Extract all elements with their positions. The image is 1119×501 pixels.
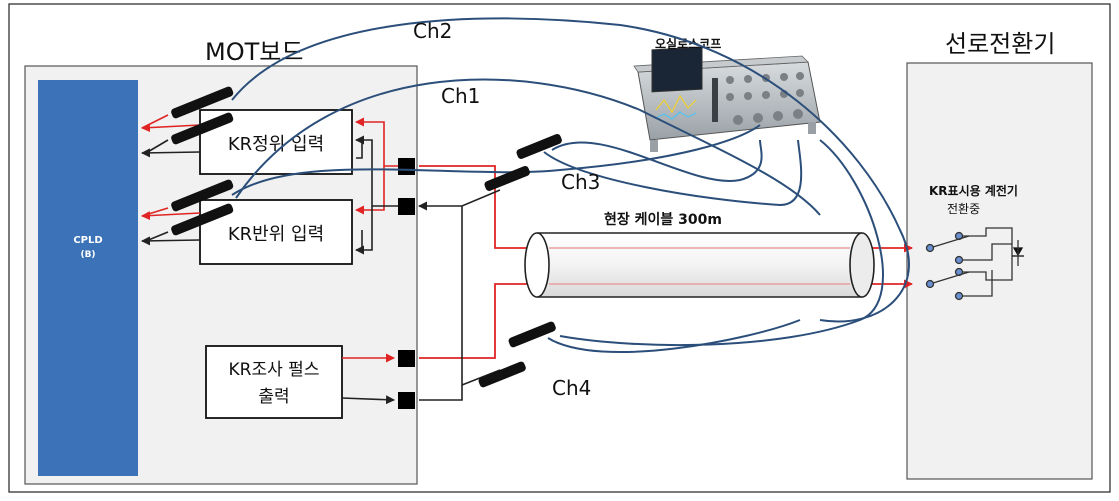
relay-sublabel: 전환중 [947,202,980,216]
probe-tips [141,114,169,242]
internal-wiring [341,117,398,405]
kr-probe-pulse-label-2: 출력 [258,387,289,407]
relay-label: KR표시용 계전기 [929,183,1018,198]
ch4-label: Ch4 [552,376,591,400]
terminal-normal [398,158,415,175]
kr-probe-pulse-block [205,345,343,419]
terminal-pulse-return [398,392,415,409]
oscilloscope-label: 오실로스코프 [655,36,721,51]
ch2-label: Ch2 [413,19,452,43]
cpld-input-arrows [141,123,201,246]
field-cable [524,232,875,298]
terminal-reverse [398,198,415,215]
kr-normal-input-label: KR정위 입력 [228,134,324,155]
oscilloscope [633,46,821,152]
cpld-label: CPLD [73,235,102,246]
kr-reverse-input-label: KR반위 입력 [228,224,324,245]
relay-contacts [925,227,1024,301]
probe-cables [231,17,910,353]
ch1-label: Ch1 [441,84,480,108]
switch-machine-panel [906,62,1093,480]
mot-board-title: MOT보드 [205,38,303,66]
kr-probe-pulse-label-1: KR조사 펄스 [229,360,320,380]
terminal-pulse-out [398,350,415,367]
cable-label: 현장 케이블 300m [604,211,722,228]
switch-machine-title: 선로전환기 [945,30,1055,58]
probe-handles [171,86,562,388]
cpld-chip [38,80,138,476]
cpld-sublabel: (B) [80,250,95,260]
ch3-label: Ch3 [561,170,600,194]
